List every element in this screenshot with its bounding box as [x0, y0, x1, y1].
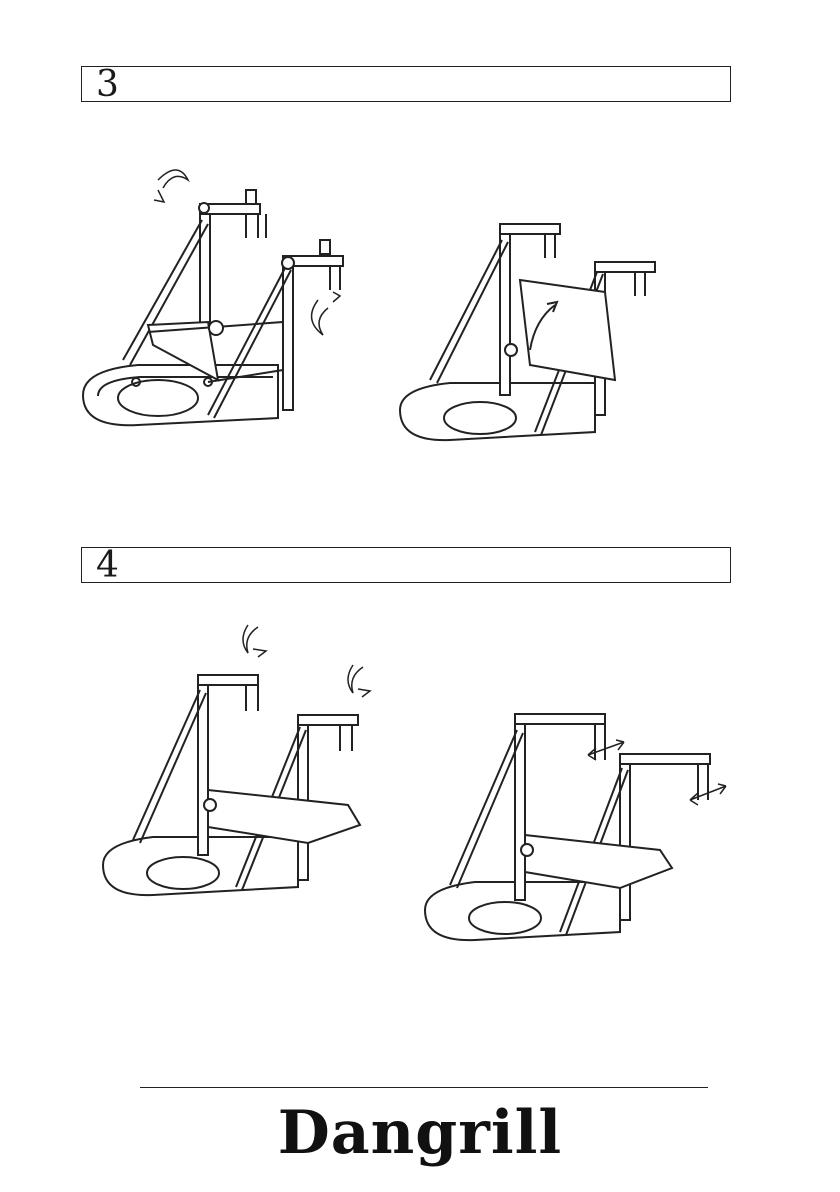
step-4-header: 4: [81, 547, 731, 583]
step-number: 3: [96, 63, 119, 107]
step-3-illustration-before: [78, 160, 378, 450]
rotate-arrow-icon: [158, 170, 188, 188]
brand-logo: Dangrill: [0, 1098, 840, 1168]
rotate-arrow-icon: [312, 300, 328, 335]
step-number: 4: [96, 544, 119, 588]
step-3-header: 3: [81, 66, 731, 102]
footer-divider: [140, 1087, 708, 1088]
step-4-illustration-before: [98, 605, 388, 905]
step-4-illustration-after: [420, 700, 740, 970]
step-3-illustration-after: [395, 200, 675, 460]
